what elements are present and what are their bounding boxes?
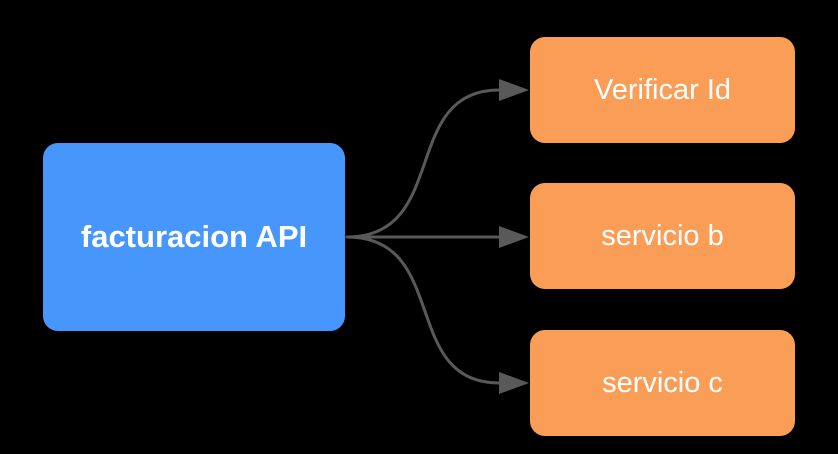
node-verificar-id: Verificar Id [530,37,795,143]
edge-line [345,88,501,239]
arrowhead-icon [499,226,529,248]
arrowhead-icon [499,79,529,101]
node-servicio-b-label: servicio b [601,219,724,252]
node-servicio-c: servicio c [530,330,795,436]
node-facturacion-api: facturacion API [43,143,345,331]
node-verificar-id-label: Verificar Id [594,73,731,106]
edge-line [345,235,501,385]
edge-facturacion-to-servicio-c [345,235,529,394]
node-facturacion-api-label: facturacion API [80,219,308,254]
node-servicio-b: servicio b [530,183,795,289]
arrowhead-icon [499,372,529,394]
edge-facturacion-to-verificar-id [345,79,529,239]
edge-facturacion-to-servicio-b [345,226,529,248]
node-servicio-c-label: servicio c [602,366,723,399]
